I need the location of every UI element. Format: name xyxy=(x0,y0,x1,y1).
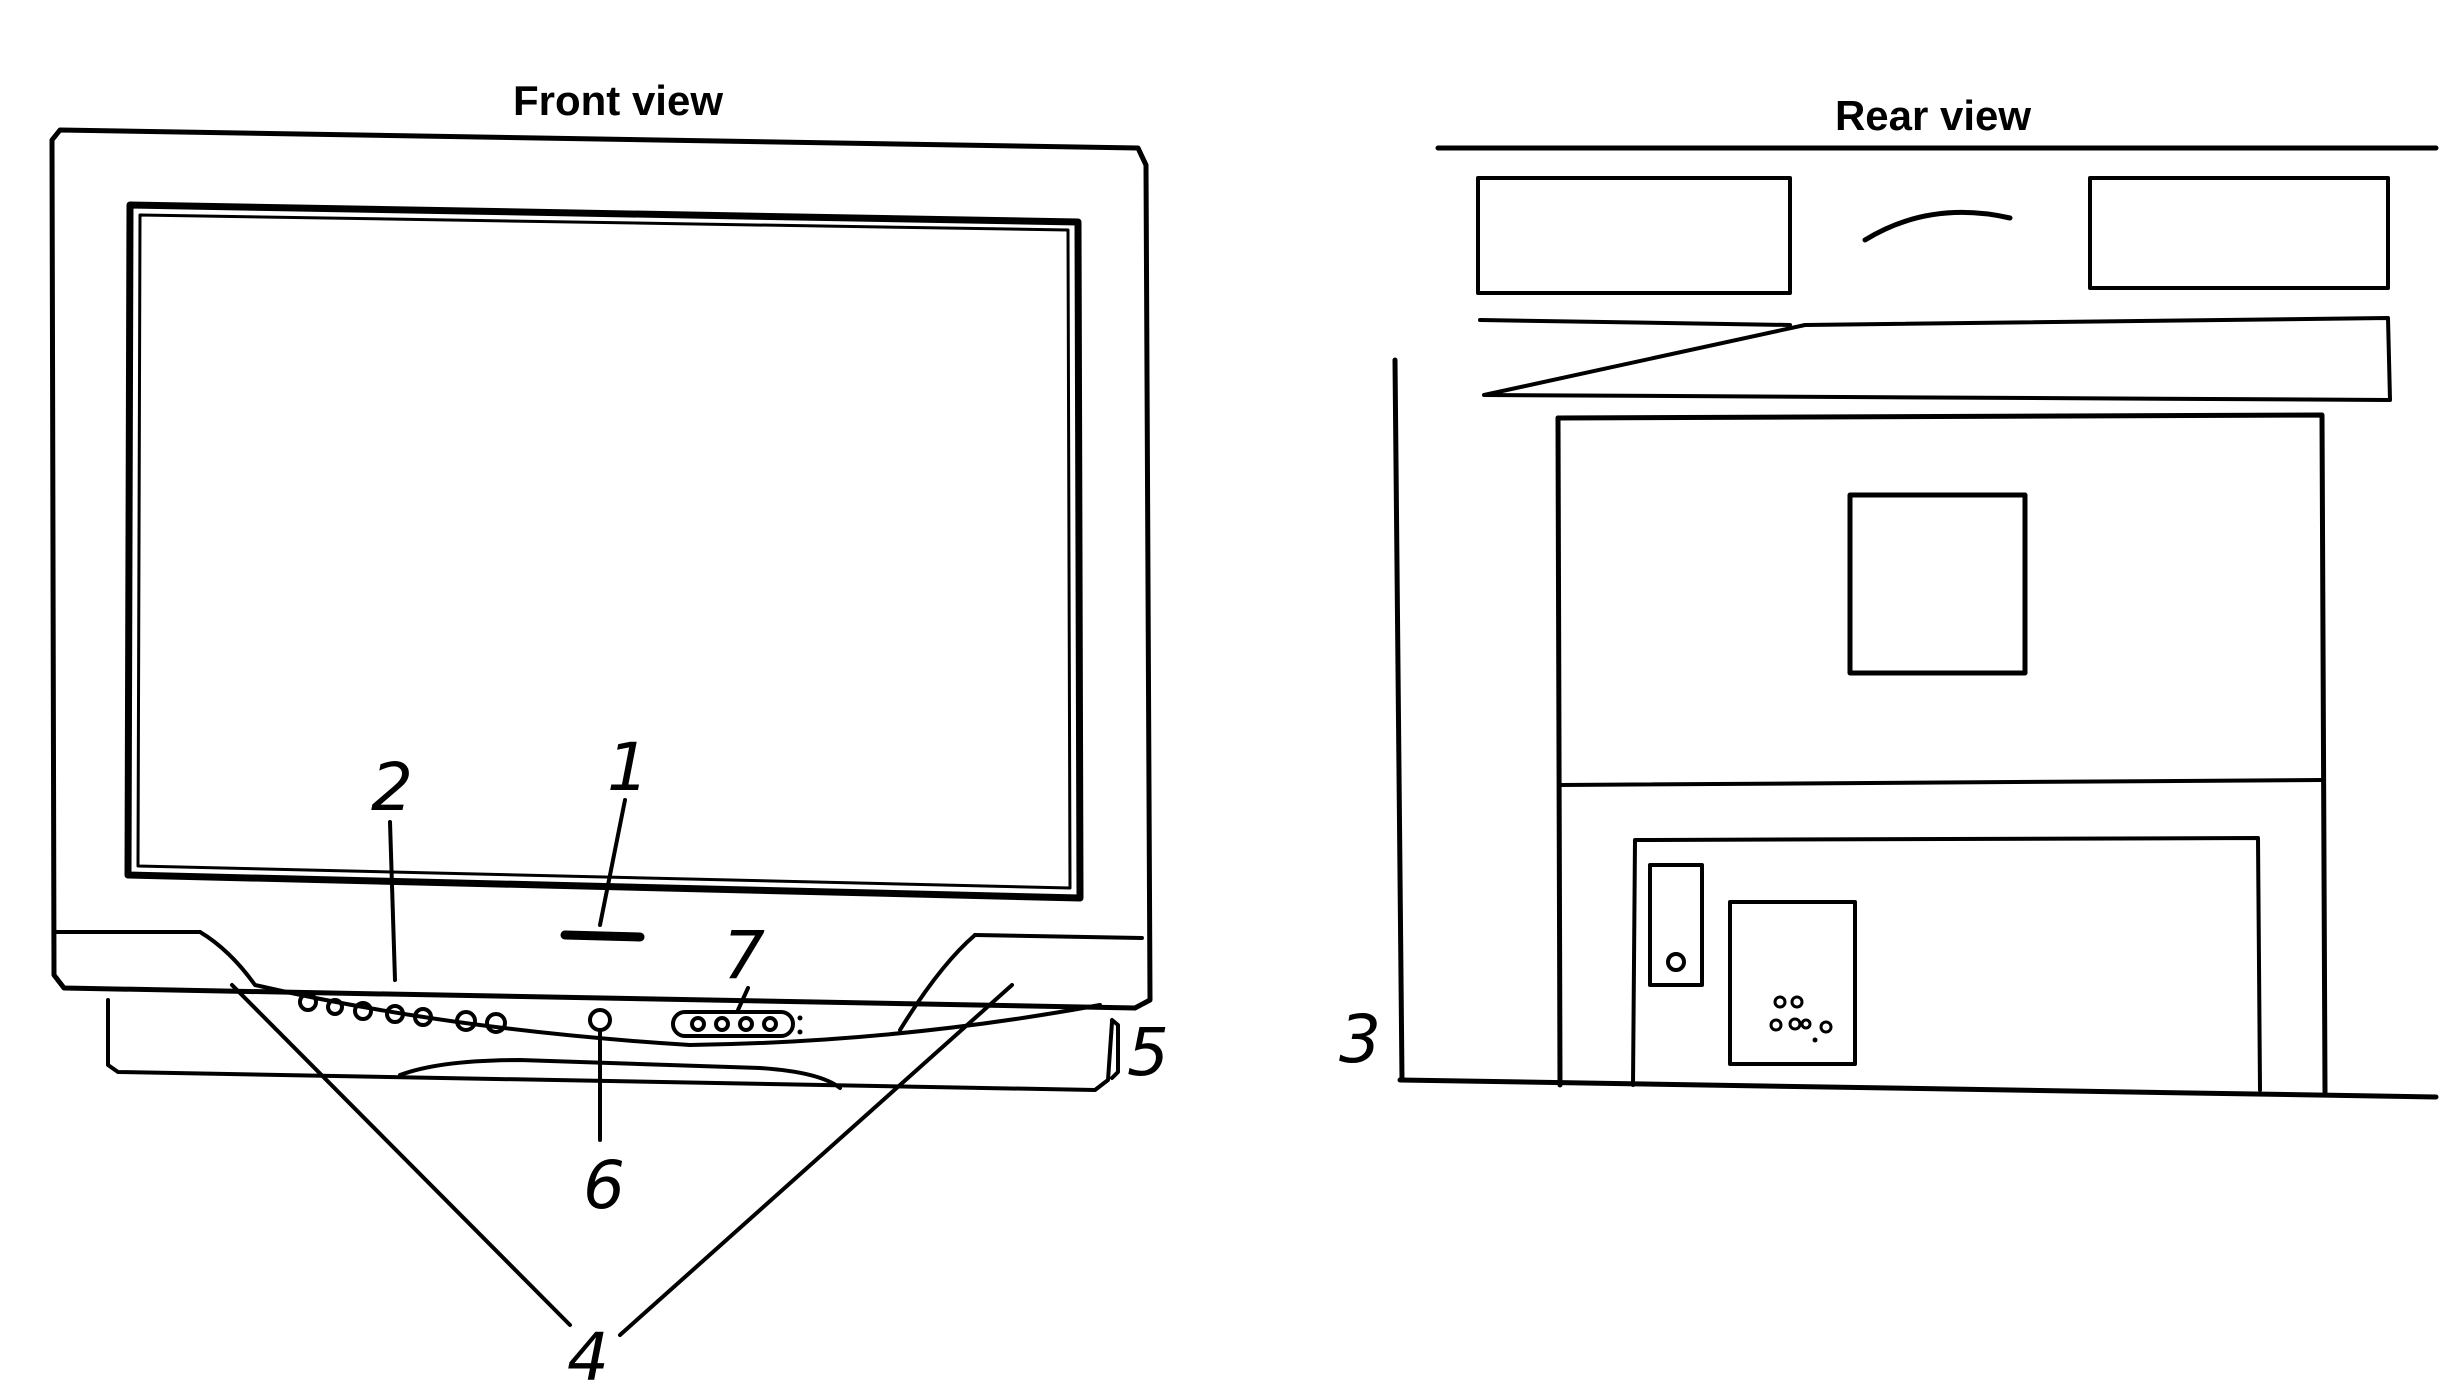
control-button xyxy=(326,998,344,1016)
callout-1: 1 xyxy=(607,729,649,806)
connector-panel xyxy=(671,1010,795,1038)
rear-connector-ports xyxy=(1769,995,1833,1034)
monitor-cabinet xyxy=(49,127,1153,1011)
front-view-title: Front view xyxy=(513,77,723,124)
base-groove xyxy=(398,1058,842,1090)
callout-3: 3 xyxy=(1339,1001,1381,1078)
rear-connector-block xyxy=(1728,900,1857,1066)
control-button xyxy=(298,992,318,1012)
front-panel-curve-right xyxy=(898,933,977,1032)
control-buttons xyxy=(298,992,507,1034)
leader-line-4-left xyxy=(230,983,572,1327)
rear-view-title: Rear view xyxy=(1835,92,2031,139)
connector-dot xyxy=(797,1029,803,1035)
rear-main-body-left xyxy=(1555,415,1563,1088)
connector-ports xyxy=(690,1016,778,1032)
leader-line-7 xyxy=(736,986,750,1012)
monitor-base xyxy=(106,998,1114,1092)
front-panel-curve xyxy=(198,930,1102,1047)
power-button xyxy=(588,1008,612,1032)
connector-dot xyxy=(797,1015,803,1021)
leader-line-1 xyxy=(598,798,627,927)
callout-5: 5 xyxy=(1127,1014,1169,1091)
rear-main-body xyxy=(1555,412,2328,1095)
screen-inner-edge xyxy=(136,213,1072,890)
rear-label-plate xyxy=(1847,492,2028,676)
rear-left-edge xyxy=(1392,357,1405,1083)
rear-division-line xyxy=(1558,778,2324,787)
callout-7: 7 xyxy=(723,917,765,994)
leader-line-5 xyxy=(1110,1018,1120,1080)
control-button xyxy=(385,1004,405,1024)
control-button xyxy=(353,1001,373,1021)
rear-lower-panel xyxy=(1631,836,2262,1092)
callout-6: 6 xyxy=(583,1147,625,1224)
front-view: Front view xyxy=(49,77,1169,1391)
control-button xyxy=(455,1010,477,1032)
rear-vent-left xyxy=(1476,176,1792,295)
callout-4: 4 xyxy=(567,1319,609,1386)
rear-baseline xyxy=(1397,1077,2439,1100)
bezel-line-right xyxy=(973,933,1144,940)
callout-2: 2 xyxy=(371,749,413,826)
rear-handle xyxy=(1862,209,2013,243)
leader-line-4-right xyxy=(618,983,1014,1337)
rear-power-switch xyxy=(1648,863,1704,987)
connector-dot xyxy=(1812,1037,1818,1043)
switch-knob xyxy=(1666,952,1686,972)
monitor-screen xyxy=(124,201,1084,902)
rear-view: Rear view xyxy=(1339,92,2439,1100)
rear-vent-right xyxy=(2088,176,2390,290)
control-button xyxy=(485,1012,507,1034)
rear-horizontal-panel xyxy=(1478,316,2392,402)
control-button xyxy=(413,1007,433,1027)
leader-line-2 xyxy=(388,820,397,982)
indicator-bar xyxy=(560,930,645,942)
